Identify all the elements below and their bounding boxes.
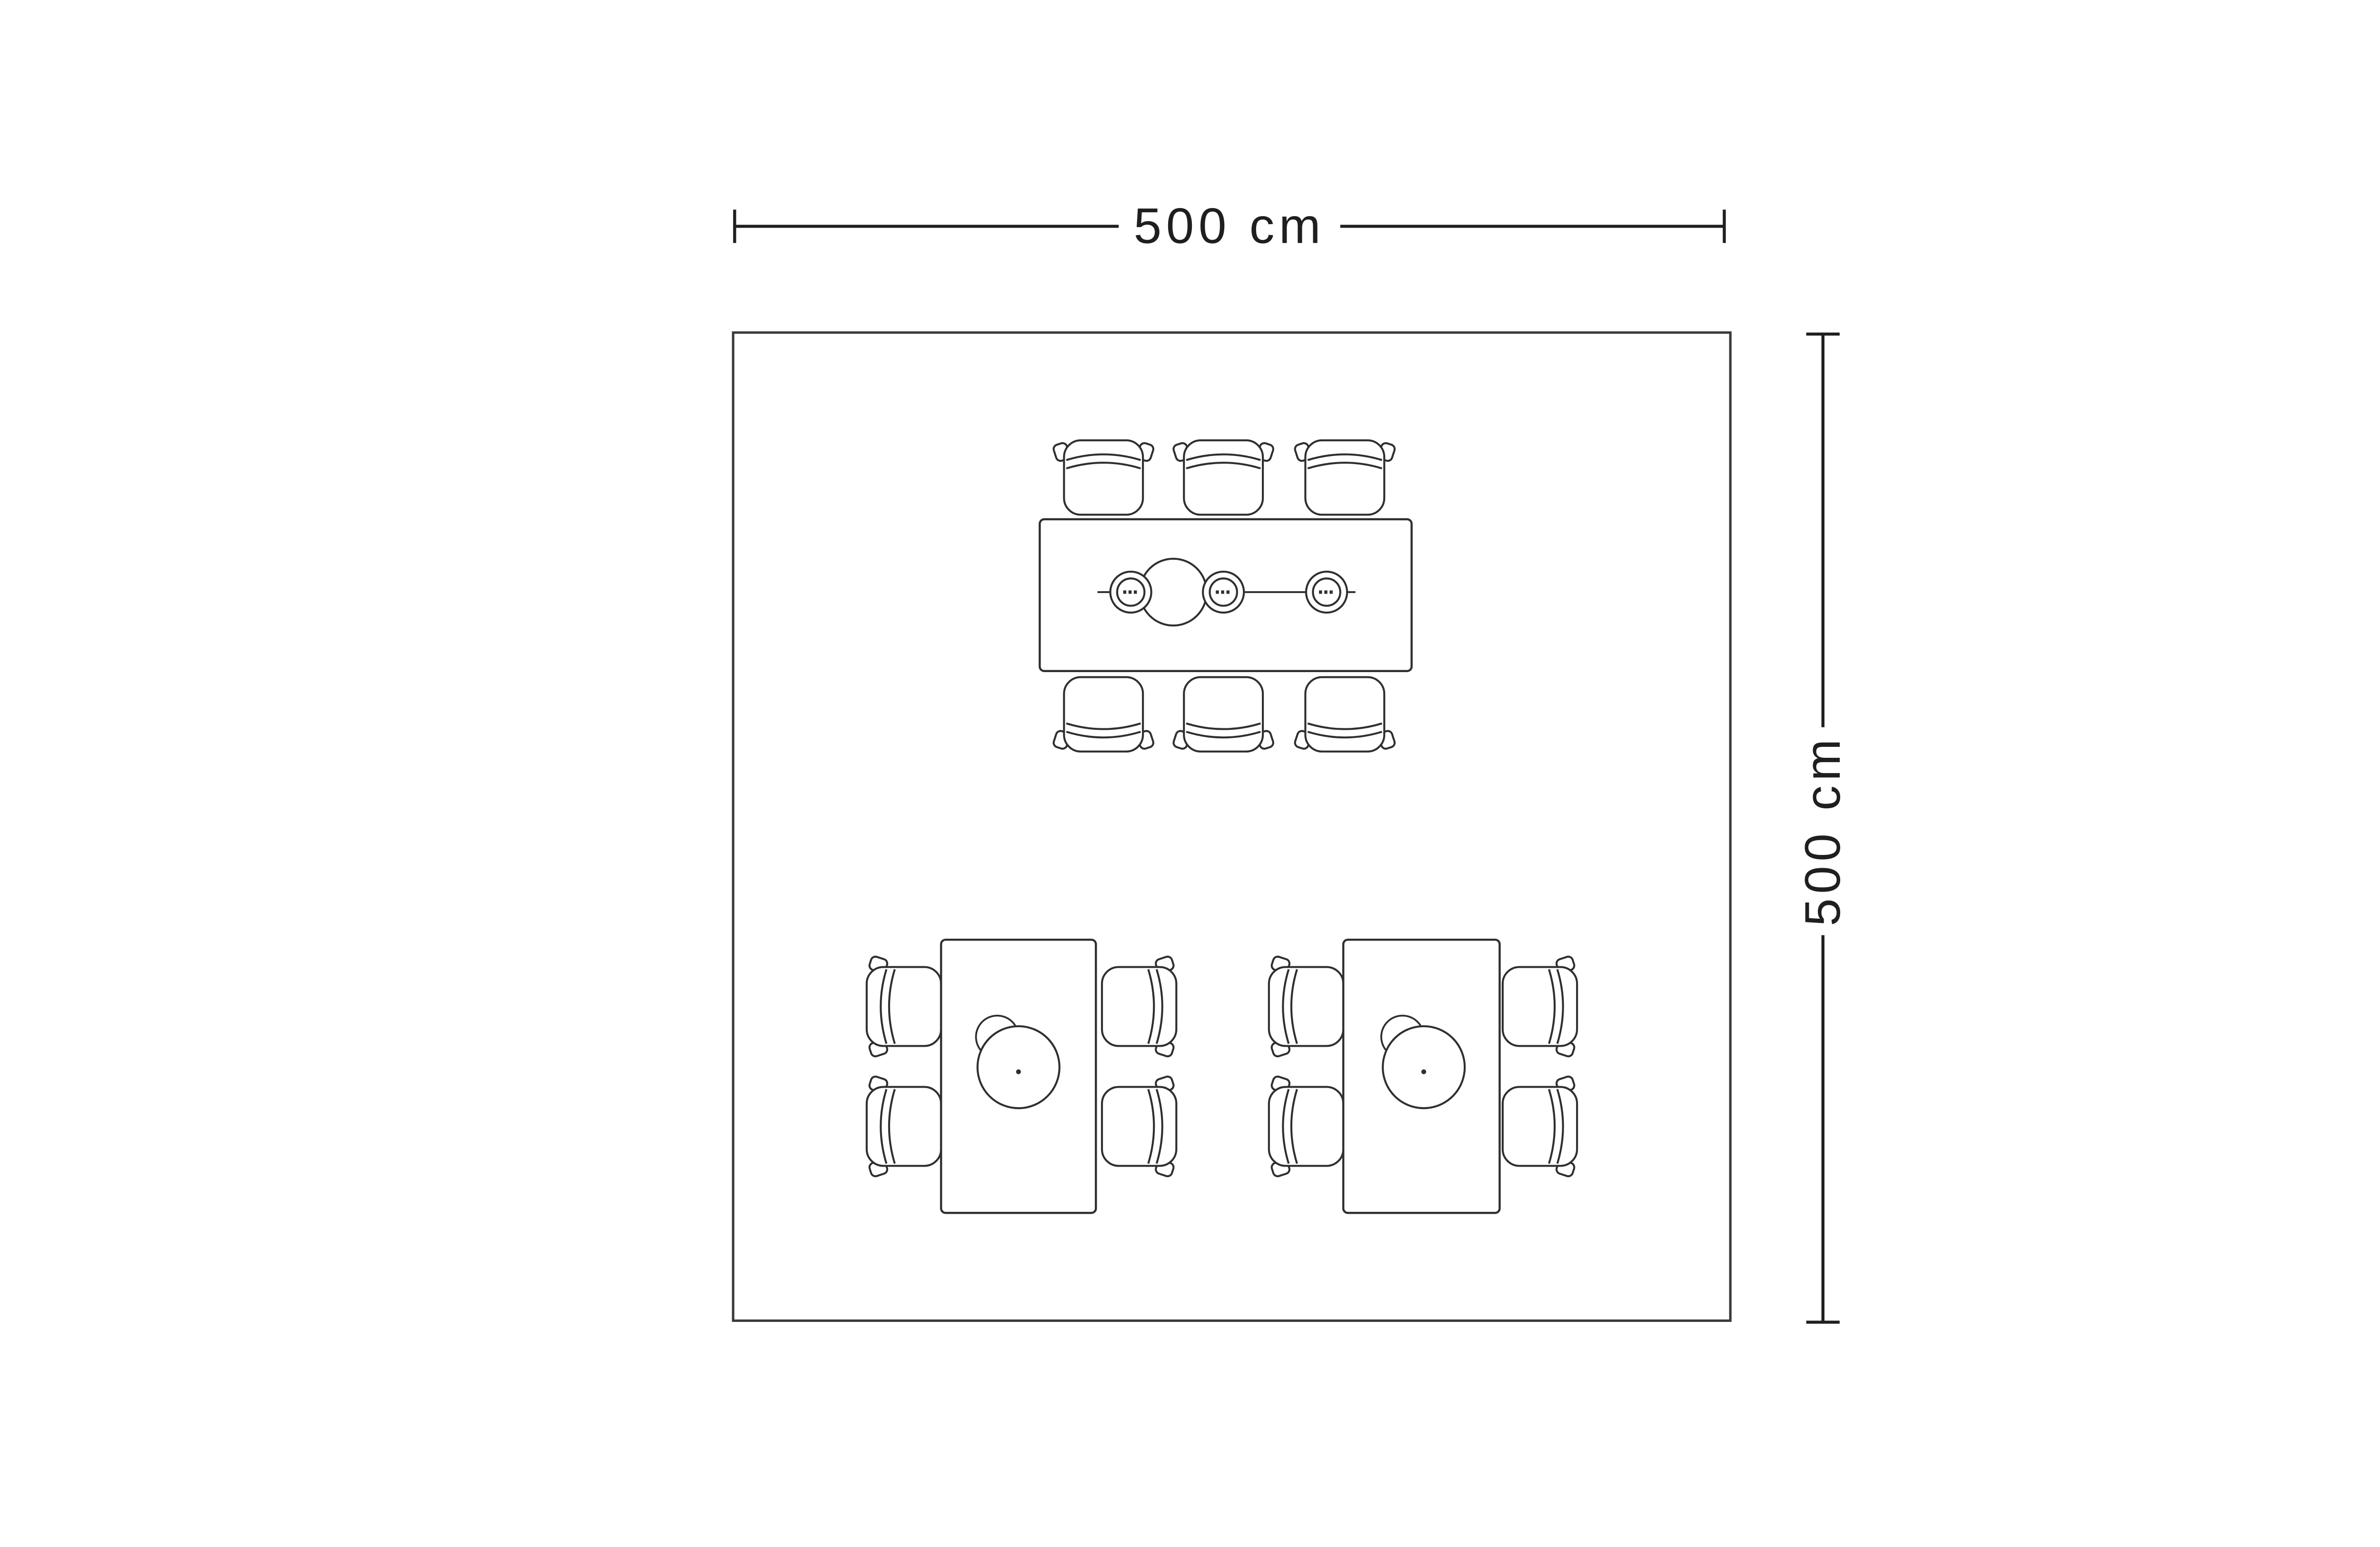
dining-table-group bbox=[1039, 440, 1413, 752]
chair-icon bbox=[1052, 677, 1154, 752]
chair-icon bbox=[1172, 440, 1274, 515]
chair-icon bbox=[1294, 677, 1396, 752]
chair-icon bbox=[867, 955, 941, 1057]
dimension-width-label: 500 cm bbox=[1134, 198, 1325, 254]
chair-icon bbox=[1052, 440, 1154, 515]
bottom-left-table-group bbox=[867, 938, 1177, 1214]
dimension-height: 500 cm bbox=[1795, 332, 1851, 1324]
chair-icon bbox=[1269, 1075, 1343, 1177]
plate-icon bbox=[1111, 572, 1151, 613]
chair-icon bbox=[1102, 1075, 1176, 1177]
round-object-icon bbox=[976, 1025, 1061, 1110]
dimension-height-label: 500 cm bbox=[1795, 734, 1851, 926]
plate-icon bbox=[1203, 572, 1244, 613]
chair-icon bbox=[1503, 1075, 1577, 1177]
table-decor bbox=[1380, 1014, 1466, 1110]
plate-icon bbox=[1306, 572, 1347, 613]
table-decor bbox=[975, 1014, 1061, 1110]
chair-icon bbox=[1102, 955, 1176, 1057]
round-object-center-dot bbox=[1421, 1069, 1427, 1074]
table-centerpiece bbox=[1097, 557, 1356, 627]
chair-icon bbox=[1294, 440, 1396, 515]
bottom-right-table-group bbox=[1269, 938, 1577, 1214]
chair-icon bbox=[1503, 955, 1577, 1057]
round-object-center-dot bbox=[1016, 1069, 1021, 1074]
round-object-icon bbox=[1381, 1025, 1466, 1110]
chair-icon bbox=[1172, 677, 1274, 752]
chair-icon bbox=[1269, 955, 1343, 1057]
dimension-width: 500 cm bbox=[733, 198, 1726, 254]
chair-icon bbox=[867, 1075, 941, 1177]
